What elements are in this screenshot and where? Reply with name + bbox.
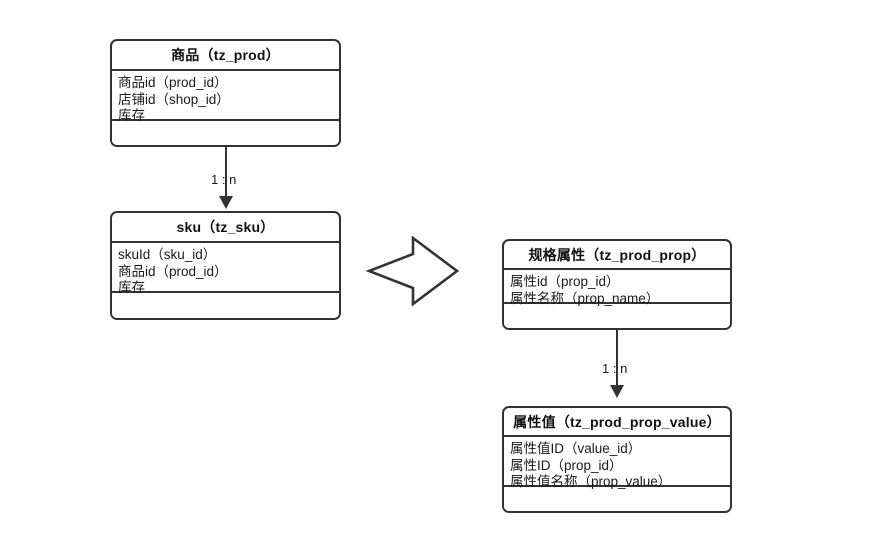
attribute-row: 属性id（prop_id） (510, 274, 620, 289)
entity-attributes-sku: skuId（sku_id） 商品id（prod_id） 库存 (112, 243, 339, 295)
entity-box-prod[interactable]: 商品（tz_prod） 商品id（prod_id） 店铺id（shop_id） … (110, 39, 341, 147)
connector-line (225, 147, 227, 198)
entity-footer-prod-prop (504, 304, 730, 328)
entity-footer-prod-prop-value (504, 487, 730, 511)
entity-box-prod-prop[interactable]: 规格属性（tz_prod_prop） 属性id（prop_id） 属性名称（pr… (502, 239, 732, 330)
attribute-row: skuId（sku_id） (118, 247, 217, 262)
attribute-row: 库存 (118, 280, 145, 295)
attribute-row: 商品id（prod_id） (118, 263, 228, 279)
attribute-row: 属性名称（prop_name） (510, 290, 660, 306)
entity-title-prod-prop-value: 属性值（tz_prod_prop_value） (504, 408, 730, 437)
entity-box-sku[interactable]: sku（tz_sku） skuId（sku_id） 商品id（prod_id） … (110, 211, 341, 320)
attribute-row: 库存 (118, 108, 145, 123)
entity-title-prod: 商品（tz_prod） (112, 41, 339, 71)
entity-title-sku: sku（tz_sku） (112, 213, 339, 243)
attribute-row: 属性ID（prop_id） (510, 457, 623, 473)
entity-attributes-prod: 商品id（prod_id） 店铺id（shop_id） 库存 (112, 71, 339, 123)
entity-footer-prod (112, 121, 339, 145)
attribute-row: 属性值ID（value_id） (510, 441, 642, 456)
attribute-row: 店铺id（shop_id） (118, 91, 230, 107)
cardinality-label: 1 : n (211, 172, 237, 187)
entity-footer-sku (112, 293, 339, 318)
double-arrow-shape (366, 236, 460, 306)
entity-title-prod-prop: 规格属性（tz_prod_prop） (504, 241, 730, 270)
double-headed-arrow-icon (366, 236, 460, 306)
arrowhead-down-icon (219, 196, 233, 209)
arrowhead-down-icon (610, 385, 624, 398)
entity-attributes-prod-prop-value: 属性值ID（value_id） 属性ID（prop_id） 属性值名称（prop… (504, 437, 730, 489)
attribute-row: 属性值名称（prop_value） (510, 474, 672, 489)
entity-attributes-prod-prop: 属性id（prop_id） 属性名称（prop_name） (504, 270, 730, 306)
connector-line (616, 330, 618, 387)
entity-box-prod-prop-value[interactable]: 属性值（tz_prod_prop_value） 属性值ID（value_id） … (502, 406, 732, 513)
cardinality-label: 1 : n (602, 361, 628, 376)
attribute-row: 商品id（prod_id） (118, 75, 228, 90)
